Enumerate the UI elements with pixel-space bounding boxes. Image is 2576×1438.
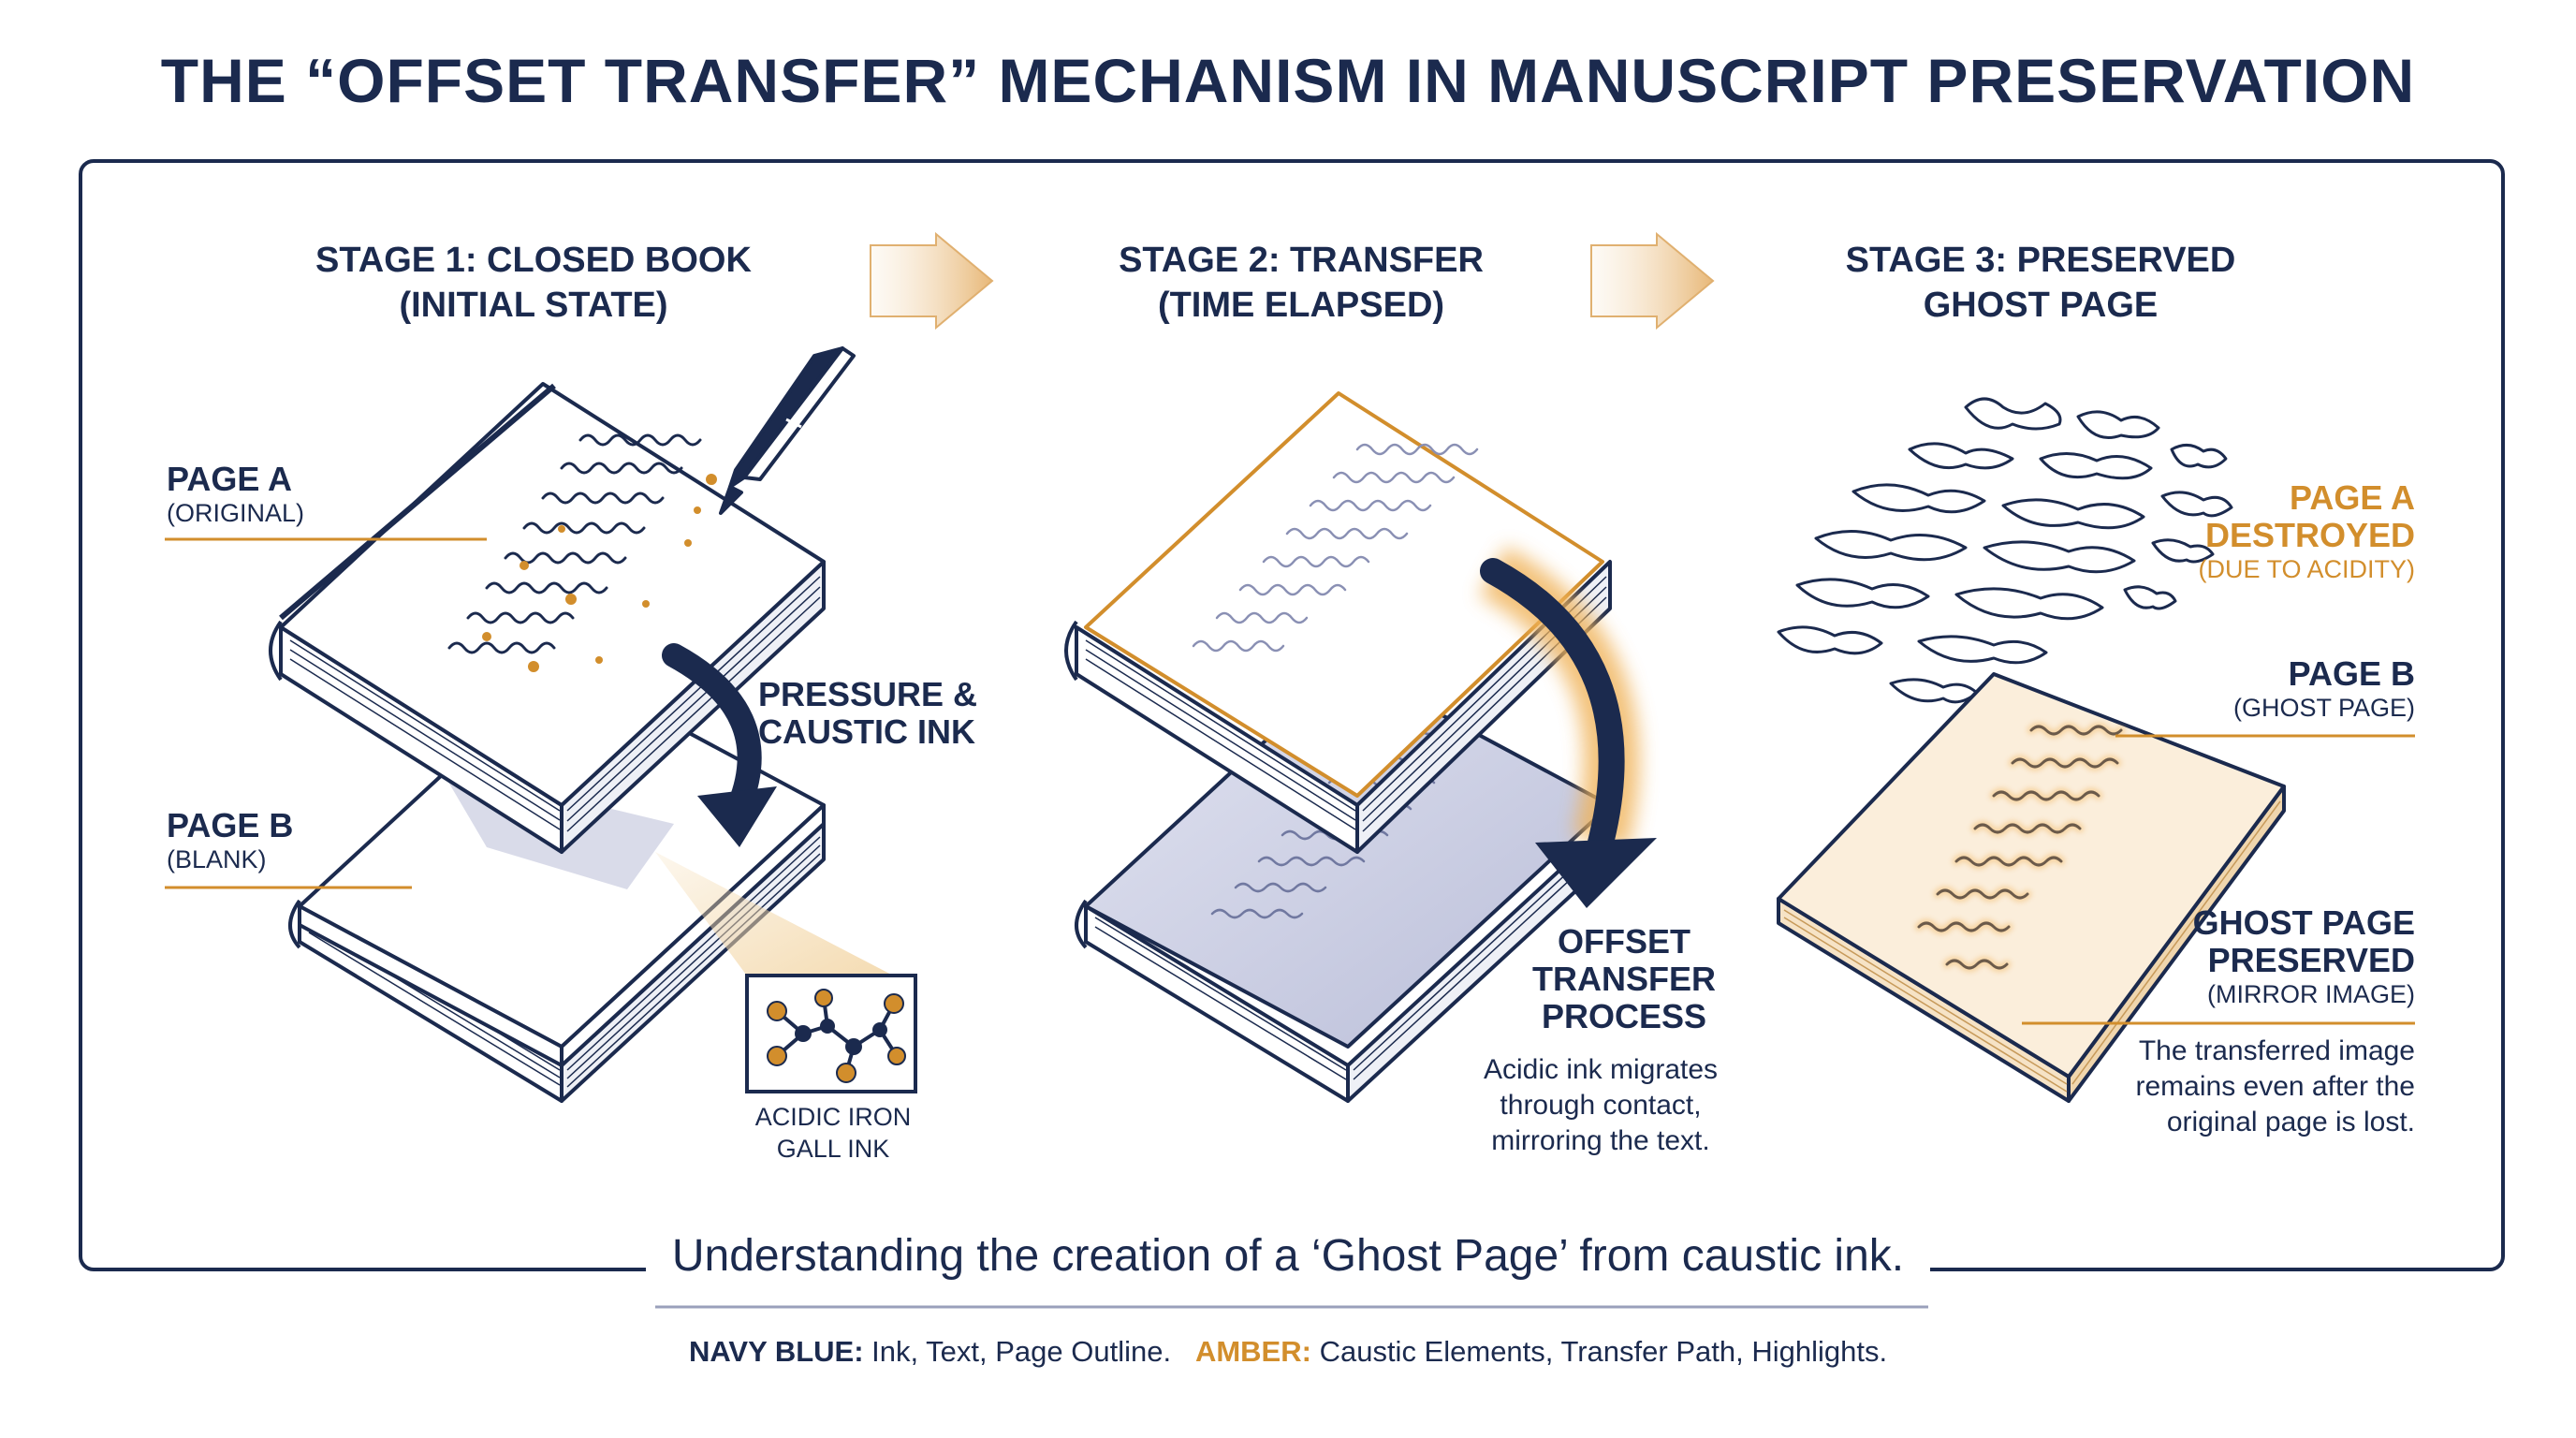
legend-navy-text: Ink, Text, Page Outline. [871, 1335, 1172, 1368]
page-a-destroyed-label: PAGE A DESTROYED (DUE TO ACIDITY) [2041, 479, 2415, 584]
pressure-label: PRESSURE & CAUSTIC INK [758, 676, 977, 751]
stage1-heading-line1: STAGE 1: CLOSED BOOK [315, 241, 752, 280]
ghost-page-b-label: PAGE B (GHOST PAGE) [2041, 655, 2415, 723]
offset-desc-line1: Acidic ink migrates [1483, 1054, 1719, 1085]
stage-arrow-2 [1590, 231, 1715, 330]
stage1-book-bottom [288, 663, 826, 1103]
ghost-desc-line1: The transferred image [2138, 1035, 2415, 1066]
page-title: THE “OFFSET TRANSFER” MECHANISM IN MANUS… [160, 46, 2416, 115]
destroyed-page-fragments [1777, 397, 2233, 704]
stage3-heading: STAGE 3: PRESERVED GHOST PAGE [1807, 238, 2275, 328]
pressure-arrow [662, 643, 777, 847]
stage3-heading-line1: STAGE 3: PRESERVED [1845, 241, 2236, 280]
page-a-subtitle: (ORIGINAL) [167, 499, 305, 527]
ghost-preserved-label: GHOST PAGE PRESERVED (MIRROR IMAGE) [2041, 904, 2415, 1009]
stage2-heading-line1: STAGE 2: TRANSFER [1119, 241, 1484, 280]
offset-transfer-line3: PROCESS [1541, 997, 1707, 1035]
stage2-book-bottom [1075, 663, 1612, 1103]
legend-navy-label: NAVY BLUE: [688, 1335, 864, 1368]
page-b-subtitle: (BLANK) [167, 845, 267, 873]
ghost-desc-line3: original page is lost. [2166, 1107, 2415, 1137]
page-a-title: PAGE A [167, 460, 293, 498]
offset-transfer-label: OFFSET TRANSFER PROCESS [1498, 923, 1750, 1035]
page-a-label: PAGE A (ORIGINAL) [167, 461, 304, 528]
ghost-desc-line2: remains even after the [2135, 1071, 2416, 1102]
stage2-heading: STAGE 2: TRANSFER (TIME ELAPSED) [1067, 238, 1535, 328]
stage1-heading-line2: (INITIAL STATE) [399, 286, 668, 325]
stage2-faded-handwriting [1192, 443, 1479, 653]
stage-arrow-1 [870, 231, 994, 330]
offset-transfer-line1: OFFSET [1558, 922, 1690, 961]
page-a-destroyed-line2: DESTROYED [2204, 516, 2415, 554]
pressure-label-line2: CAUSTIC INK [758, 712, 975, 751]
ink-label-line2: GALL INK [776, 1135, 890, 1163]
offset-desc-line2: through contact, [1500, 1090, 1702, 1121]
ghost-page-b-title: PAGE B [2288, 654, 2415, 693]
pressure-label-line1: PRESSURE & [758, 675, 978, 713]
stage2-heading-line2: (TIME ELAPSED) [1157, 286, 1445, 325]
legend-amber-text: Caustic Elements, Transfer Path, Highlig… [1319, 1335, 1888, 1368]
ghost-preserved-sub: (MIRROR IMAGE) [2207, 980, 2415, 1008]
ghost-page-mirror-text [1914, 722, 2126, 973]
stage1-book-top [269, 382, 826, 854]
legend-amber-label: AMBER: [1194, 1335, 1311, 1368]
page-b-title: PAGE B [167, 806, 294, 844]
stage2-book-top [1064, 391, 1612, 854]
stage1-heading: STAGE 1: CLOSED BOOK (INITIAL STATE) [300, 238, 768, 328]
ghost-preserved-line2: PRESERVED [2207, 941, 2415, 979]
page-a-destroyed-sub: (DUE TO ACIDITY) [2198, 555, 2415, 583]
color-legend: NAVY BLUE: Ink, Text, Page Outline. AMBE… [0, 1335, 2576, 1369]
ghost-preserved-line1: GHOST PAGE [2192, 903, 2415, 942]
acidic-iron-gall-ink-icon [745, 974, 917, 1093]
ink-inset-beam [655, 852, 899, 978]
page-a-destroyed-line1: PAGE A [2289, 478, 2415, 517]
fountain-pen-icon [719, 346, 856, 515]
offset-transfer-line2: TRANSFER [1532, 960, 1716, 998]
ghost-page-b-subtitle: (GHOST PAGE) [2232, 694, 2415, 722]
caption: Understanding the creation of a ‘Ghost P… [0, 1230, 2576, 1282]
page-b-label: PAGE B (BLANK) [167, 807, 293, 874]
ink-label: ACIDIC IRON GALL INK [711, 1101, 955, 1165]
offset-transfer-arrow [1479, 546, 1657, 908]
caption-text: Understanding the creation of a ‘Ghost P… [645, 1231, 1931, 1281]
offset-transfer-description: Acidic ink migrates through contact, mir… [1442, 1052, 1760, 1159]
ink-label-line1: ACIDIC IRON [754, 1103, 912, 1131]
ghost-page-book [1777, 672, 2286, 1103]
offset-desc-line3: mirroring the text. [1491, 1125, 1710, 1156]
ghost-preserved-description: The transferred image remains even after… [2041, 1034, 2416, 1140]
stage3-heading-line2: GHOST PAGE [1923, 286, 2159, 325]
